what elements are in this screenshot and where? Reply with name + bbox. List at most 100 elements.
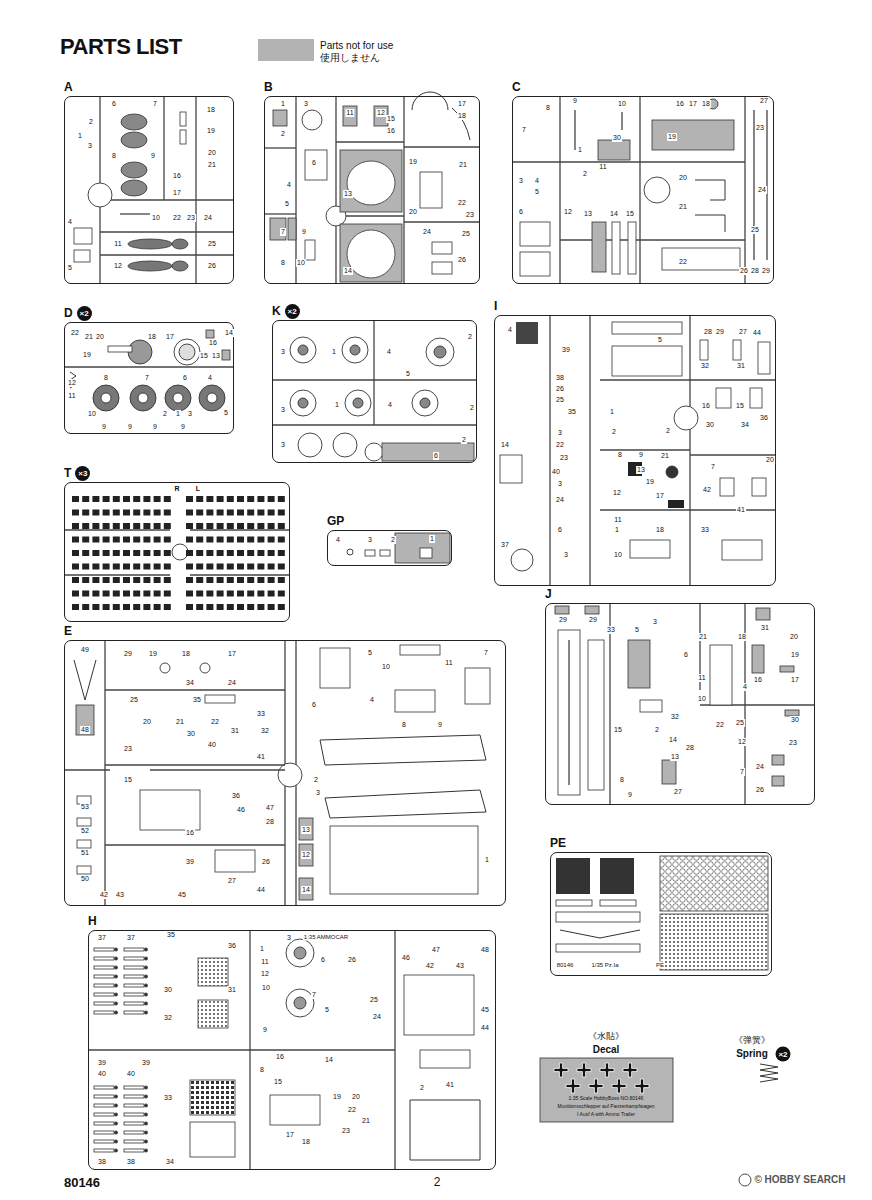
part-number: 18 (301, 1138, 311, 1146)
round-part (145, 993, 148, 996)
part-number: 10 (87, 410, 97, 418)
part-outline (452, 108, 470, 140)
part-shape (257, 496, 264, 502)
part-number: 3 (557, 480, 563, 488)
round-part (172, 544, 188, 560)
part-number: 5 (67, 264, 73, 272)
part-number: 32 (700, 362, 710, 370)
part-shape (164, 550, 171, 556)
part-number: 3 (303, 100, 309, 108)
part-shape (247, 537, 254, 543)
part-number: 33 (606, 626, 616, 634)
part-shape (237, 564, 244, 570)
part-shape (92, 550, 99, 556)
part-shape (123, 604, 130, 610)
part-number: 11 (260, 958, 269, 966)
part-shape (752, 478, 766, 496)
part-shape (395, 690, 435, 712)
runner-line (373, 320, 374, 425)
round-part (115, 1113, 118, 1116)
part-shape (630, 540, 670, 558)
part-number: 14 (301, 886, 311, 894)
part-shape (237, 510, 244, 516)
part-shape (92, 496, 99, 502)
part-number: 26 (755, 786, 765, 794)
part-number: 47 (431, 946, 441, 954)
part-shape (133, 591, 140, 597)
part-number: 2 (461, 436, 467, 444)
caption-text: Decal (592, 1044, 621, 1056)
part-number: 2 (162, 410, 168, 418)
part-shape (257, 591, 264, 597)
part-number: 8 (401, 721, 407, 729)
part-number: 18 (701, 100, 711, 108)
part-number: 5 (284, 200, 290, 208)
part-shape (133, 537, 140, 543)
part-number: 5 (367, 649, 373, 657)
part-shape (108, 346, 132, 352)
round-part (145, 1086, 148, 1089)
part-shape (76, 705, 94, 735)
part-number: 1 (334, 401, 340, 409)
part-number: 21 (660, 452, 670, 460)
part-number: 13 (301, 826, 311, 834)
runner-line (64, 366, 234, 367)
part-number: 3 (187, 410, 193, 418)
part-shape (164, 604, 171, 610)
part-shape (133, 496, 140, 502)
part-number: 28 (703, 328, 713, 336)
part-shape (227, 537, 234, 543)
part-number: 17 (790, 676, 800, 684)
part-number: 25 (129, 696, 139, 704)
quantity-badge: ×3 (75, 466, 90, 481)
part-shape (143, 577, 150, 583)
part-number: 9 (301, 228, 307, 236)
round-part (426, 338, 454, 366)
round-part (353, 398, 363, 408)
part-number: 39 (185, 858, 195, 866)
part-number: 7 (483, 649, 489, 657)
round-part (511, 549, 533, 571)
part-number: 25 (735, 719, 745, 727)
part-shape (103, 564, 110, 570)
part-shape (123, 496, 130, 502)
round-part (207, 393, 217, 403)
part-shape (432, 242, 452, 254)
round-part (165, 385, 191, 411)
part-number: 1 (609, 408, 615, 416)
part-number: 17 (165, 333, 175, 341)
part-shape (123, 537, 130, 543)
round-part (93, 385, 119, 411)
part-shape (94, 975, 114, 978)
part-shape (198, 1000, 228, 1028)
part-shape (94, 1002, 114, 1005)
part-number: 19 (148, 650, 158, 658)
part-number: 6 (182, 374, 188, 382)
part-number: 9 (262, 1026, 268, 1034)
part-shape (94, 1149, 114, 1152)
part-number: 5 (405, 370, 411, 378)
part-shape (257, 550, 264, 556)
part-shape (237, 591, 244, 597)
part-number: 8 (259, 1066, 265, 1074)
round-part (101, 393, 111, 403)
part-shape (124, 957, 144, 960)
runner-line (195, 96, 196, 284)
part-number: 26 (457, 256, 467, 264)
part-number: 21 (207, 161, 217, 169)
part-number: 30 (163, 986, 173, 994)
part-number: 25 (555, 396, 565, 404)
sprue-letter: K (272, 304, 281, 318)
part-shape (395, 533, 450, 563)
part-shape (82, 510, 89, 516)
round-part (115, 1104, 118, 1107)
round-part (145, 1011, 148, 1014)
part-shape (227, 510, 234, 516)
part-shape (180, 112, 186, 126)
part-number: 39 (561, 346, 571, 354)
part-shape (237, 604, 244, 610)
part-number: 44 (752, 329, 762, 337)
part-shape (227, 523, 234, 529)
part-number: 29 (761, 267, 771, 275)
sprue-letter: B (264, 80, 273, 94)
